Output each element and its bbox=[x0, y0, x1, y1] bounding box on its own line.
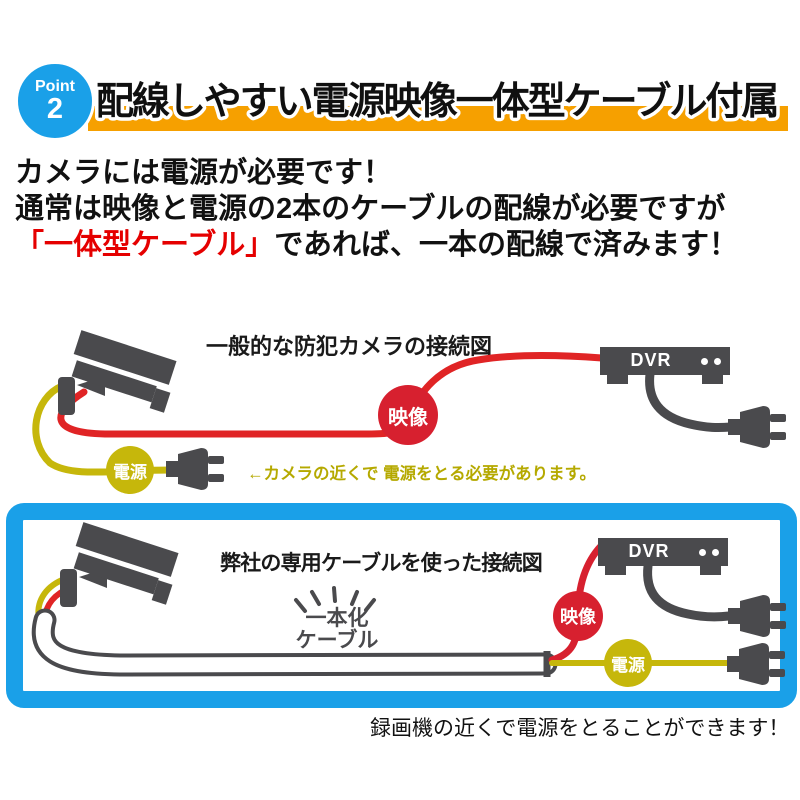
power-plug-icon-top-right bbox=[728, 406, 786, 448]
dvr-label-top: DVR bbox=[630, 350, 672, 370]
unified-cable-label-line1: 一本化 bbox=[305, 607, 369, 630]
dvr-dot bbox=[699, 549, 706, 556]
footer-caption: 録画機の近くで電源をとることができます！ bbox=[370, 717, 790, 740]
dvr-power-cord-top bbox=[645, 369, 736, 433]
security-camera-icon-top bbox=[58, 330, 181, 415]
unified-cable-label: 一本化 ケーブル bbox=[272, 608, 402, 652]
dvr-dot bbox=[712, 549, 719, 556]
intro-line-3-highlight: 「一体型ケーブル」 bbox=[15, 229, 275, 261]
point-badge: Point 2 bbox=[15, 61, 95, 141]
power-plug-icon-bottom-power bbox=[727, 643, 785, 685]
dvr-dot bbox=[701, 358, 708, 365]
intro-paragraph: カメラには電源が必要です！ 通常は映像と電源の2本のケーブルの配線が必要ですが … bbox=[15, 155, 785, 263]
power-plug-icon-bottom-dvr bbox=[728, 595, 786, 637]
power-label-bubble-top: 電源 bbox=[106, 446, 154, 494]
dvr-foot bbox=[605, 566, 626, 575]
dvr-foot bbox=[607, 375, 628, 384]
dvr-recorder-top: DVR bbox=[600, 347, 730, 384]
video-label-bubble-top: 映像 bbox=[378, 385, 438, 445]
banner-title-text: 配線しやすい電源映像一体型ケーブル付属 bbox=[96, 80, 777, 123]
power-plug-icon-top-left bbox=[166, 448, 224, 490]
intro-line-3: 「一体型ケーブル」であれば、一本の配線で済みます！ bbox=[15, 227, 785, 263]
point-badge-word: Point bbox=[35, 78, 75, 95]
emphasis-rays-icon bbox=[294, 586, 376, 613]
intro-line-2: 通常は映像と電源の2本のケーブルの配線が必要ですが bbox=[15, 193, 726, 225]
dvr-dot bbox=[714, 358, 721, 365]
dvr-indicator-dots-bottom bbox=[699, 549, 719, 556]
security-camera-icon-bottom bbox=[60, 522, 183, 607]
top-diagram-title: 一般的な防犯カメラの接続図 bbox=[206, 334, 493, 359]
dvr-power-cord-bottom bbox=[643, 561, 734, 622]
combined-cable-core bbox=[35, 612, 554, 673]
unified-cable-label-line2: ケーブル bbox=[295, 629, 379, 652]
top-diagram-note: ←カメラの近くで 電源をとる必要があります。 bbox=[247, 465, 596, 483]
intro-line-1: カメラには電源が必要です！ bbox=[15, 157, 393, 189]
dvr-foot bbox=[700, 566, 721, 575]
banner-band bbox=[88, 106, 788, 131]
dvr-recorder-bottom: DVR bbox=[598, 538, 728, 575]
dvr-foot bbox=[702, 375, 723, 384]
point-badge-number: 2 bbox=[46, 93, 64, 125]
dvr-indicator-dots-top bbox=[701, 358, 721, 365]
power-label-bubble-bottom: 電源 bbox=[604, 639, 652, 687]
bottom-diagram-title: 弊社の専用ケーブルを使った接続図 bbox=[220, 552, 543, 575]
banner-title: 配線しやすい電源映像一体型ケーブル付属 bbox=[93, 77, 783, 127]
intro-line-3-rest: であれば、一本の配線で済みます！ bbox=[274, 229, 738, 261]
dvr-label-bottom: DVR bbox=[628, 541, 670, 561]
video-label-bubble-bottom: 映像 bbox=[553, 591, 603, 641]
